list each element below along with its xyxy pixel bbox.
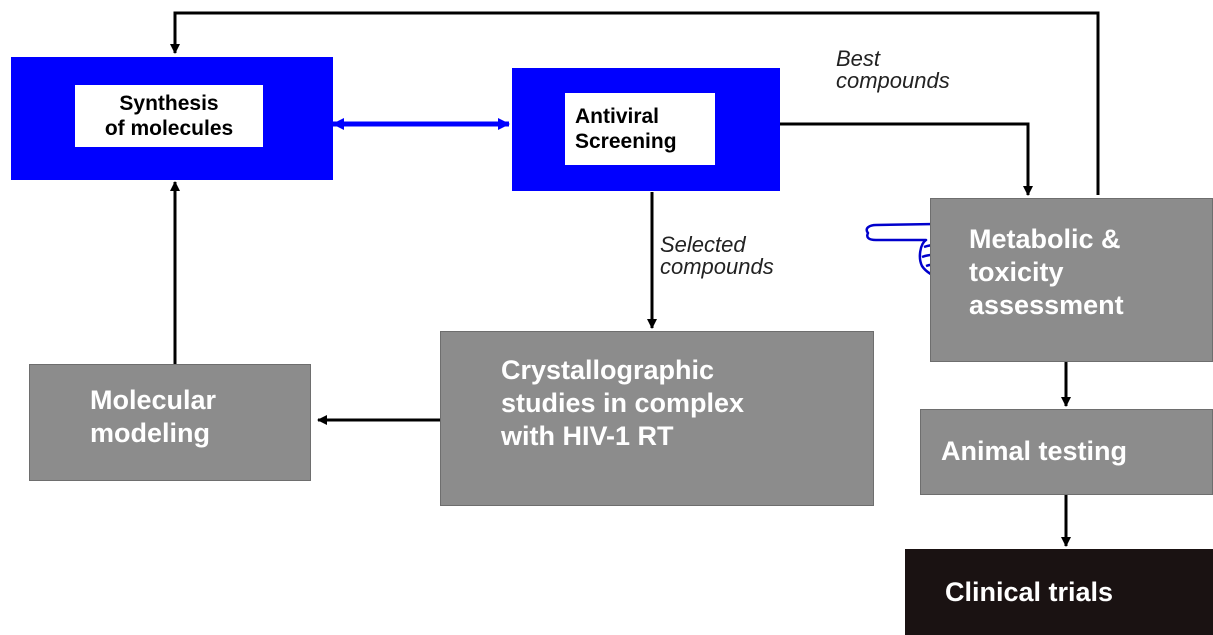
clinical-label: Clinical trials: [945, 577, 1114, 607]
animal-node: Animal testing: [920, 409, 1213, 495]
selected-compounds-label: Selected compounds: [660, 232, 774, 279]
metabolic-label: Metabolic & toxicity assessment: [969, 224, 1124, 320]
crystallographic-node: Crystallographic studies in complex with…: [440, 331, 874, 506]
modeling-node: Molecular modeling: [29, 364, 311, 481]
screening-node: Antiviral Screening: [512, 68, 780, 191]
clinical-node: Clinical trials: [905, 549, 1213, 635]
metabolic-node: Metabolic & toxicity assessment: [930, 198, 1213, 362]
screening-label: Antiviral Screening: [565, 93, 715, 165]
synthesis-node: Synthesis of molecules: [11, 57, 333, 180]
modeling-label: Molecular modeling: [90, 385, 217, 448]
feedback-arrow: [170, 11, 1100, 195]
crystallographic-label: Crystallographic studies in complex with…: [501, 355, 745, 451]
best-compounds-label: Best compounds: [836, 46, 950, 93]
best-compounds-arrow: [780, 122, 1033, 196]
animal-label: Animal testing: [941, 436, 1128, 466]
synthesis-label: Synthesis of molecules: [75, 85, 263, 147]
